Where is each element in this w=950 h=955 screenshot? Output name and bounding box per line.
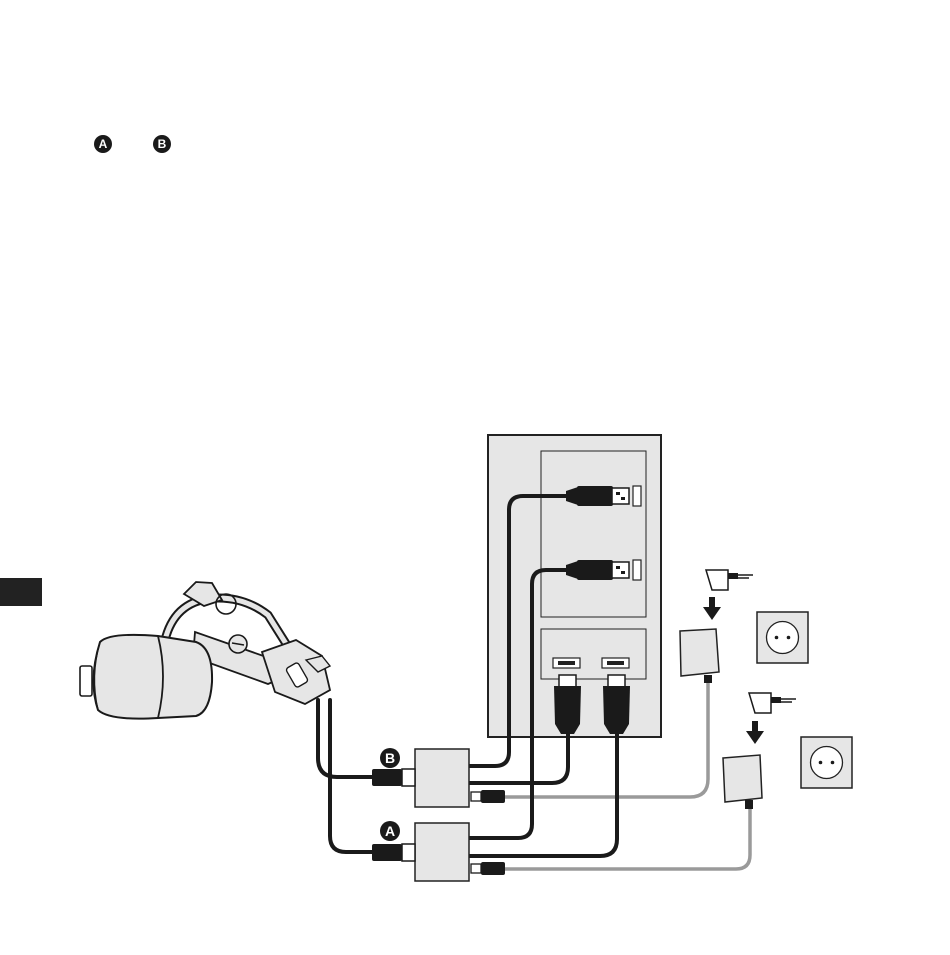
cable-badge-b-text: B: [385, 750, 395, 766]
vr-headset-icon: [80, 582, 330, 719]
arrow-down-icon: [703, 597, 721, 620]
link-box-icon: [415, 749, 469, 807]
usb-port-icon: [633, 486, 641, 506]
wall-socket-icon: [801, 737, 852, 788]
tether-cable-b: [318, 700, 372, 777]
power-jack-icon: [471, 862, 505, 875]
page-section-tab: [0, 578, 42, 606]
power-adapter-icon: [680, 629, 719, 683]
power-jack-icon: [471, 790, 505, 803]
usb-panel: [541, 451, 646, 617]
power-plug-icon: [749, 693, 796, 713]
hdmi-port-icon: [553, 658, 580, 668]
legend: A B: [94, 135, 171, 153]
usb-port-icon: [633, 560, 641, 580]
hdmi-port-icon: [602, 658, 629, 668]
legend-badge-b-text: B: [158, 137, 167, 151]
wall-socket-icon: [757, 612, 808, 663]
arrow-down-icon: [746, 721, 764, 744]
legend-badge-a-text: A: [99, 137, 108, 151]
tether-connector-icon: [372, 769, 415, 786]
cable-badge-b: B: [380, 748, 400, 768]
cable-badge-a: A: [380, 821, 400, 841]
power-adapter-icon: [723, 755, 762, 809]
usb-connector-icon: [566, 486, 629, 506]
cable-badge-a-text: A: [385, 823, 395, 839]
gpu-panel: [541, 629, 646, 679]
power-plug-icon: [706, 570, 753, 590]
usb-connector-icon: [566, 560, 629, 580]
headset-visor: [93, 635, 212, 719]
link-box-icon: [415, 823, 469, 881]
legend-badge-b: B: [153, 135, 171, 153]
tether-connector-icon: [372, 844, 415, 861]
legend-badge-a: A: [94, 135, 112, 153]
power-cable-a: [505, 808, 750, 869]
